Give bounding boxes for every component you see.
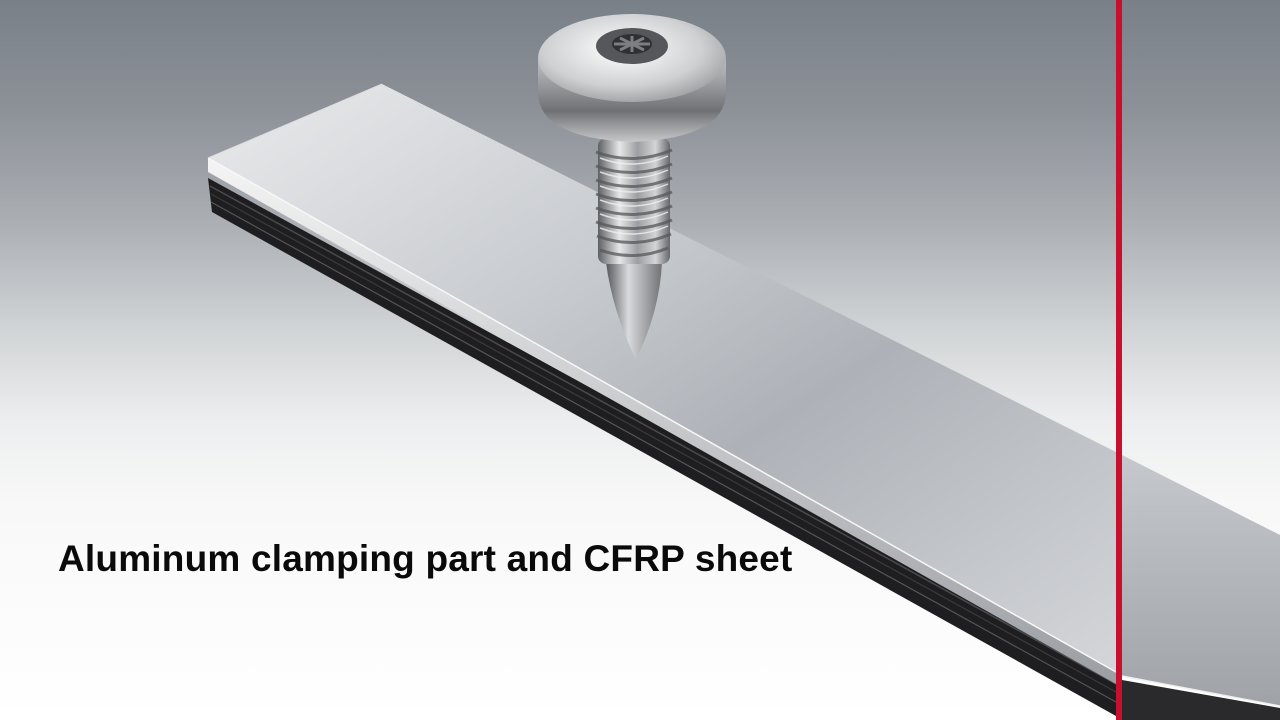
- caption-text: Aluminum clamping part and CFRP sheet: [58, 538, 793, 579]
- aluminum-clamping-part: [207, 83, 1280, 707]
- cfrp-sheet: [208, 178, 1280, 720]
- screw-icon: [538, 14, 726, 360]
- divider-line: [1116, 0, 1122, 720]
